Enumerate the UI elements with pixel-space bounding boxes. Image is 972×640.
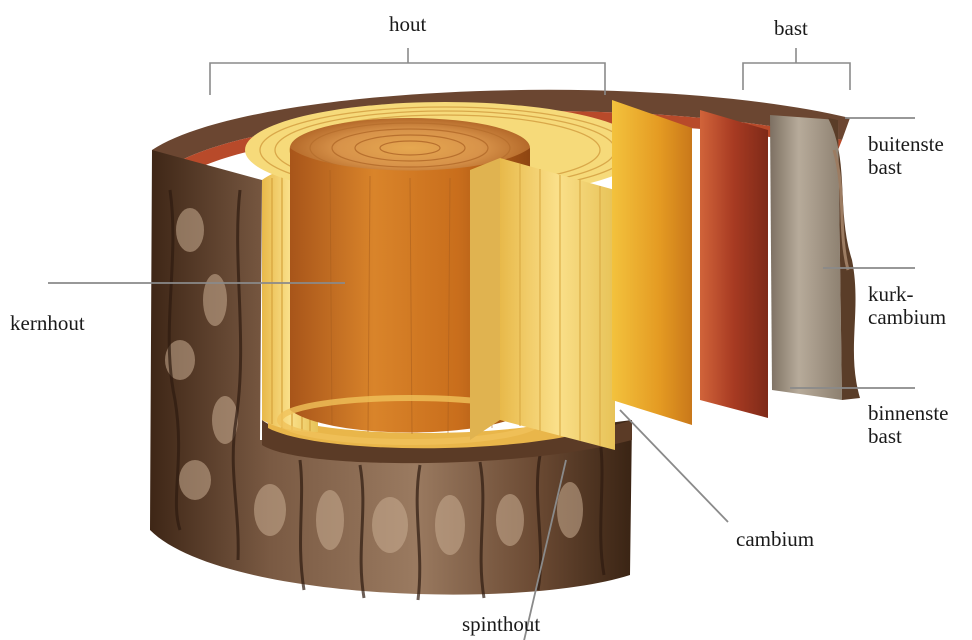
label-bast: bast <box>774 17 808 40</box>
label-buitenste-bast-line2: bast <box>868 156 944 179</box>
label-binnenste-bast-line2: bast <box>868 425 948 448</box>
label-kurkcambium-line1: kurk- <box>868 283 946 306</box>
inner-bark-sheet <box>700 110 768 418</box>
label-binnenste-bast-line1: binnenste <box>868 402 948 425</box>
label-buitenste-bast: buitenste bast <box>868 133 944 179</box>
bast-bracket <box>743 63 850 90</box>
sapwood-block <box>500 158 615 450</box>
label-kurkcambium-line2: cambium <box>868 306 946 329</box>
bracket-lines <box>210 48 850 95</box>
label-binnenste-bast: binnenste bast <box>868 402 948 448</box>
sapwood-block-side <box>470 158 500 440</box>
label-spinthout: spinthout <box>462 613 540 636</box>
label-kernhout: kernhout <box>10 312 85 335</box>
outer-bark-sheet <box>770 115 842 400</box>
cambium-sheet <box>612 100 692 425</box>
label-cambium: cambium <box>736 528 814 551</box>
label-hout: hout <box>389 13 426 36</box>
label-kurkcambium: kurk- cambium <box>868 283 946 329</box>
leader-cambium <box>620 410 728 522</box>
label-buitenste-bast-line1: buitenste <box>868 133 944 156</box>
